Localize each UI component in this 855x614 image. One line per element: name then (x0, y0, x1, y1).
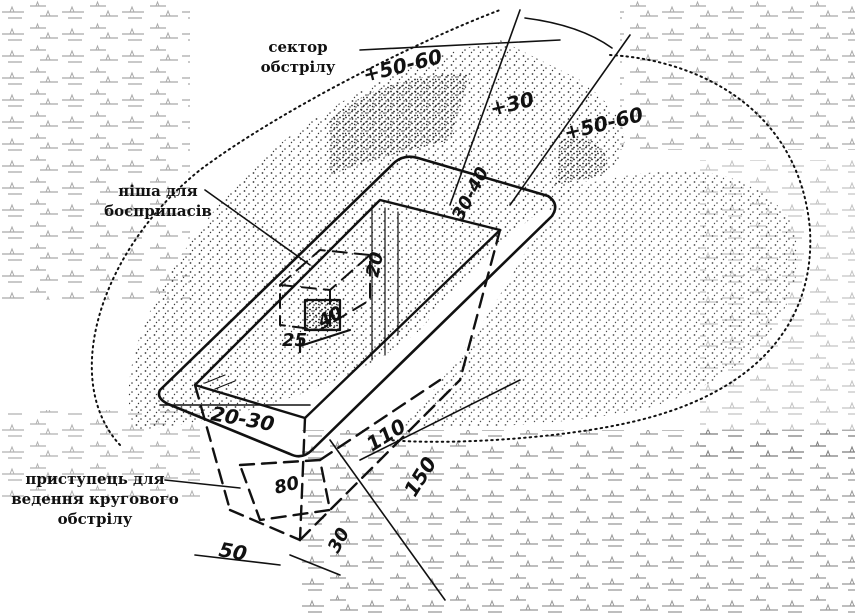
label-niche-line2: боєприпасів (104, 202, 212, 220)
label-step-line3: обстрілу (58, 510, 133, 528)
label-step: приступець для ведення кругового обстріл… (11, 470, 179, 528)
label-sector-line1: сектор (268, 38, 327, 56)
label-step-line1: приступець для (25, 470, 164, 488)
label-niche-line1: ніша для (118, 182, 197, 200)
label-niche: ніша для боєприпасів (104, 182, 212, 220)
parapet-outline (90, 9, 812, 446)
dimension-lines (159, 9, 631, 601)
dim-niche-height: 25 (282, 330, 307, 351)
trench-walls-dashed (193, 228, 502, 542)
label-sector: сектор обстрілу (261, 38, 336, 76)
parapet-mound-right (400, 171, 798, 427)
trench-rim-outer (157, 155, 557, 458)
inner-wall-hatching (204, 204, 399, 390)
niche-solid (298, 298, 352, 354)
label-step-line2: ведення кругового (11, 490, 179, 508)
dim-niche-depth: 20 (362, 250, 388, 279)
label-sector-line2: обстрілу (261, 58, 336, 76)
dim-bottom-width: 50 (217, 537, 249, 565)
parapet-mound (128, 40, 625, 430)
dim-step-length: 80 (272, 472, 301, 498)
parapet-mound-dense-2 (555, 137, 608, 185)
parapet-mound-dense (330, 74, 470, 175)
